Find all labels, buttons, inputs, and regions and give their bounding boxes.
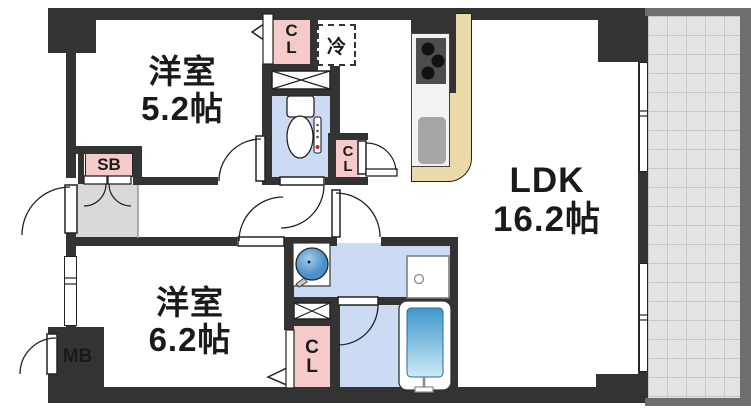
kitchen-hood-side (447, 13, 456, 93)
wall-hall-bottom-c (381, 237, 458, 246)
stove (416, 38, 446, 84)
balcony-wall-bottom (645, 398, 751, 406)
wall-bottom (48, 387, 648, 403)
bedroom2-door-arc (238, 196, 284, 242)
wall-left-upper (66, 20, 76, 178)
balcony-wall-right (740, 8, 751, 406)
bathroom-floor (340, 305, 400, 387)
bedroom2-door-leaf (237, 236, 285, 247)
wall-toilet-left (262, 64, 272, 185)
closet-top-fold-icon (250, 22, 265, 42)
entrance-door-arc (21, 186, 71, 236)
wall-closet-hall-bottom (328, 177, 368, 185)
toilet-room-floor (272, 95, 330, 177)
wall-shaft1-bottom (262, 89, 340, 96)
washroom-floor (294, 243, 450, 297)
pipe-shaft-2 (293, 302, 331, 320)
wall-closet-hall-top (328, 133, 368, 140)
wall-top (48, 8, 648, 20)
balcony-wall-top (645, 8, 751, 16)
shoebox-side-right (133, 146, 142, 185)
bedroom1-name: 洋室 (148, 52, 217, 90)
bedroom1-size: 5.2帖 (141, 89, 224, 127)
wall-bath-top-a (284, 297, 338, 305)
closet-hall-box (336, 140, 360, 177)
wall-hall-bottom-a (66, 237, 237, 246)
shoebox-side-left (78, 146, 84, 184)
wall-closet-hall-left (328, 133, 336, 185)
closet-bottom-box (294, 326, 330, 388)
wall-closet-top-right (310, 8, 318, 71)
wall-bath-top-b (378, 297, 458, 305)
wall-toilet-right (330, 64, 340, 140)
ldk-size: 16.2帖 (492, 200, 602, 239)
closet-bottom-door (285, 329, 295, 389)
wall-hall-bottom-b (285, 237, 337, 246)
closet-hall-label: CL (342, 142, 354, 175)
wall-hall-top-a (134, 177, 218, 185)
entrance-genkan-floor (76, 184, 138, 238)
wall-closet-top-bottom (262, 64, 318, 71)
balcony-floor (648, 16, 740, 398)
window-ldk-lower (639, 263, 648, 372)
bath-door-leaf (337, 296, 379, 306)
closet-top-box (273, 14, 310, 64)
kitchen-hood (411, 13, 456, 33)
wall-washroom-right (450, 237, 458, 397)
closet-top-label: CL (285, 21, 298, 57)
bedroom1-label: 洋室 5.2帖 (90, 48, 275, 133)
kitchen-sink (418, 117, 446, 164)
bedroom1-door-arc (218, 138, 262, 182)
refrigerator-label: 冷 (326, 36, 346, 58)
pipe-shaft-1 (271, 70, 331, 90)
shoe-box-label: SB (97, 154, 121, 174)
wall-shaft2-bottom (284, 319, 330, 326)
refrigerator-space: 冷 (317, 24, 356, 66)
closet-bottom-fold-icon (266, 365, 290, 388)
closet-bottom-label: CL (305, 337, 319, 377)
ldk-label: LDK 16.2帖 (448, 156, 646, 244)
window-ldk-upper (639, 62, 648, 172)
bedroom2-size: 6.2帖 (148, 320, 232, 358)
closet-hall-door-arc (365, 142, 397, 171)
washroom-door-arc (335, 192, 381, 238)
wall-right (638, 8, 648, 403)
toilet-door-arc (280, 184, 325, 229)
closet-hall-door-closed (365, 168, 398, 177)
toilet-door-leaf (279, 176, 325, 186)
shoebox-door-left (83, 175, 108, 185)
bathtub (398, 300, 452, 393)
window-bedroom2 (64, 256, 77, 326)
meter-box-label: MB (62, 346, 93, 367)
washroom-door-leaf (331, 189, 341, 238)
bedroom2-name: 洋室 (156, 283, 224, 321)
wall-washroom-left (284, 237, 294, 330)
ldk-name: LDK (509, 160, 585, 200)
wall-above-shoebox (66, 146, 142, 154)
wall-closet-bottom-right (330, 297, 340, 397)
shoebox-door-right (107, 175, 132, 185)
bedroom2-label: 洋室 6.2帖 (95, 279, 285, 364)
